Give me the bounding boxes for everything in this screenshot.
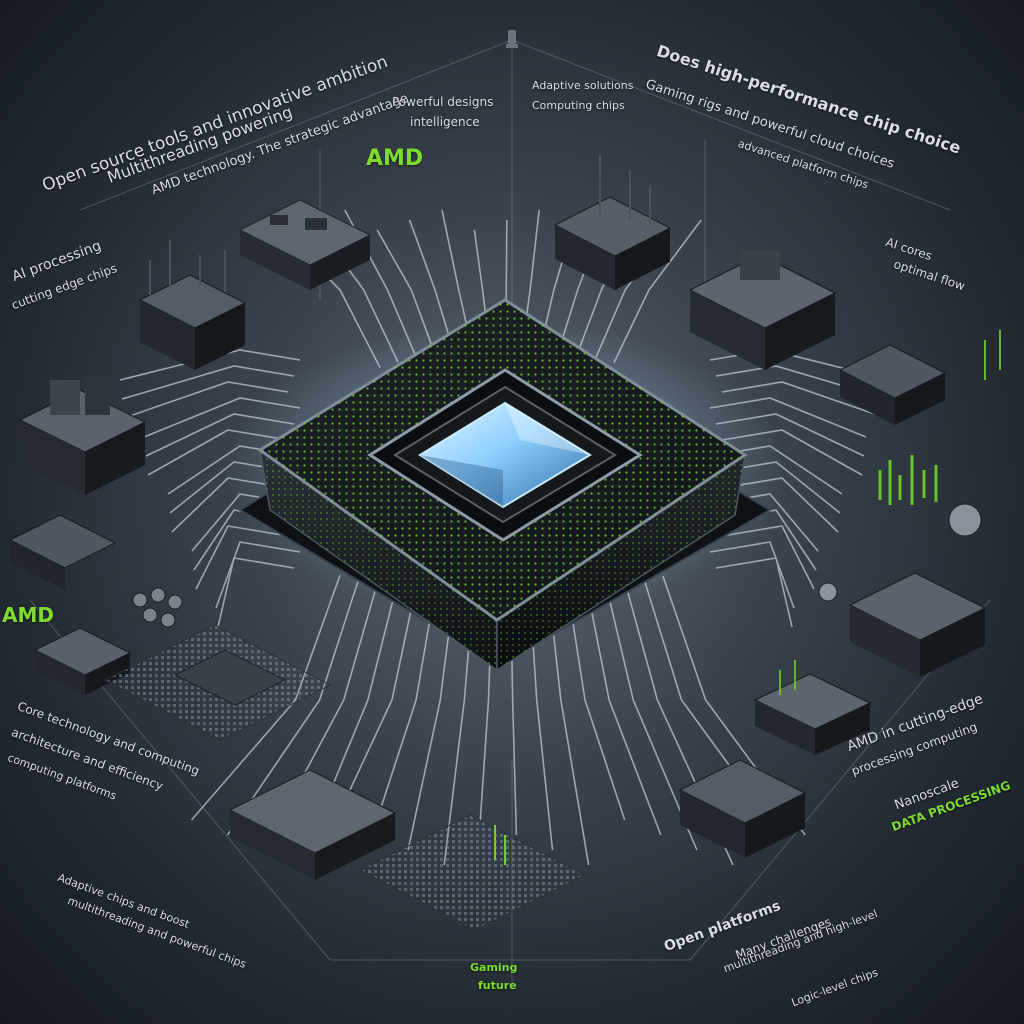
label-top-mid-brand: AMD [366,146,424,171]
top-connector [506,30,518,48]
label-top-center-2: Computing chips [532,99,625,112]
label-top-center-1: Adaptive solutions [532,79,634,92]
circuit-trace [721,381,887,419]
cpu-chip [225,298,785,672]
circuit-trace [586,587,662,836]
green-spikes-right [878,455,938,505]
circuit-block-upper-left [138,240,247,370]
circuit-block-top-left [238,199,372,290]
label-top-mid-2: intelligence [410,115,480,129]
circuit-trace [217,557,295,628]
circuit-trace [226,577,360,836]
circuit-block-left [18,375,147,495]
label-bottom-center-1: Gaming [470,961,518,974]
circuit-block-right-low [848,572,987,677]
circuit-trace [605,584,698,851]
circuit-board-left [103,624,332,741]
circuit-block-right-mid-low [753,660,872,755]
circuit-trace [335,586,417,821]
circuit-block-right-bottom [678,759,807,858]
circuit-block-left-mid [8,514,117,590]
label-bottom-center-2: future [478,979,517,992]
circuit-board-bottom-center [358,814,587,931]
capacitor-right [818,503,982,602]
circuit-block-bottom-left [228,769,397,880]
circuit-trace [441,209,471,341]
capacitor-cluster [132,587,183,628]
circuit-block-top-right [553,155,672,290]
circuit-trace [715,557,793,628]
circuit-trace [371,589,436,836]
label-left-brand: AMD [2,603,54,627]
circuit-trace [567,590,626,821]
circuit-block-left-low [33,627,132,695]
circuit-block-right [688,250,837,370]
green-spikes-far-right [984,330,1001,380]
circuit-trace [121,365,295,400]
circuit-trace [119,349,301,381]
circuit-trace [123,381,289,419]
label-top-mid-1: Powerful designs [392,95,494,109]
circuit-block-far-right [838,344,947,425]
